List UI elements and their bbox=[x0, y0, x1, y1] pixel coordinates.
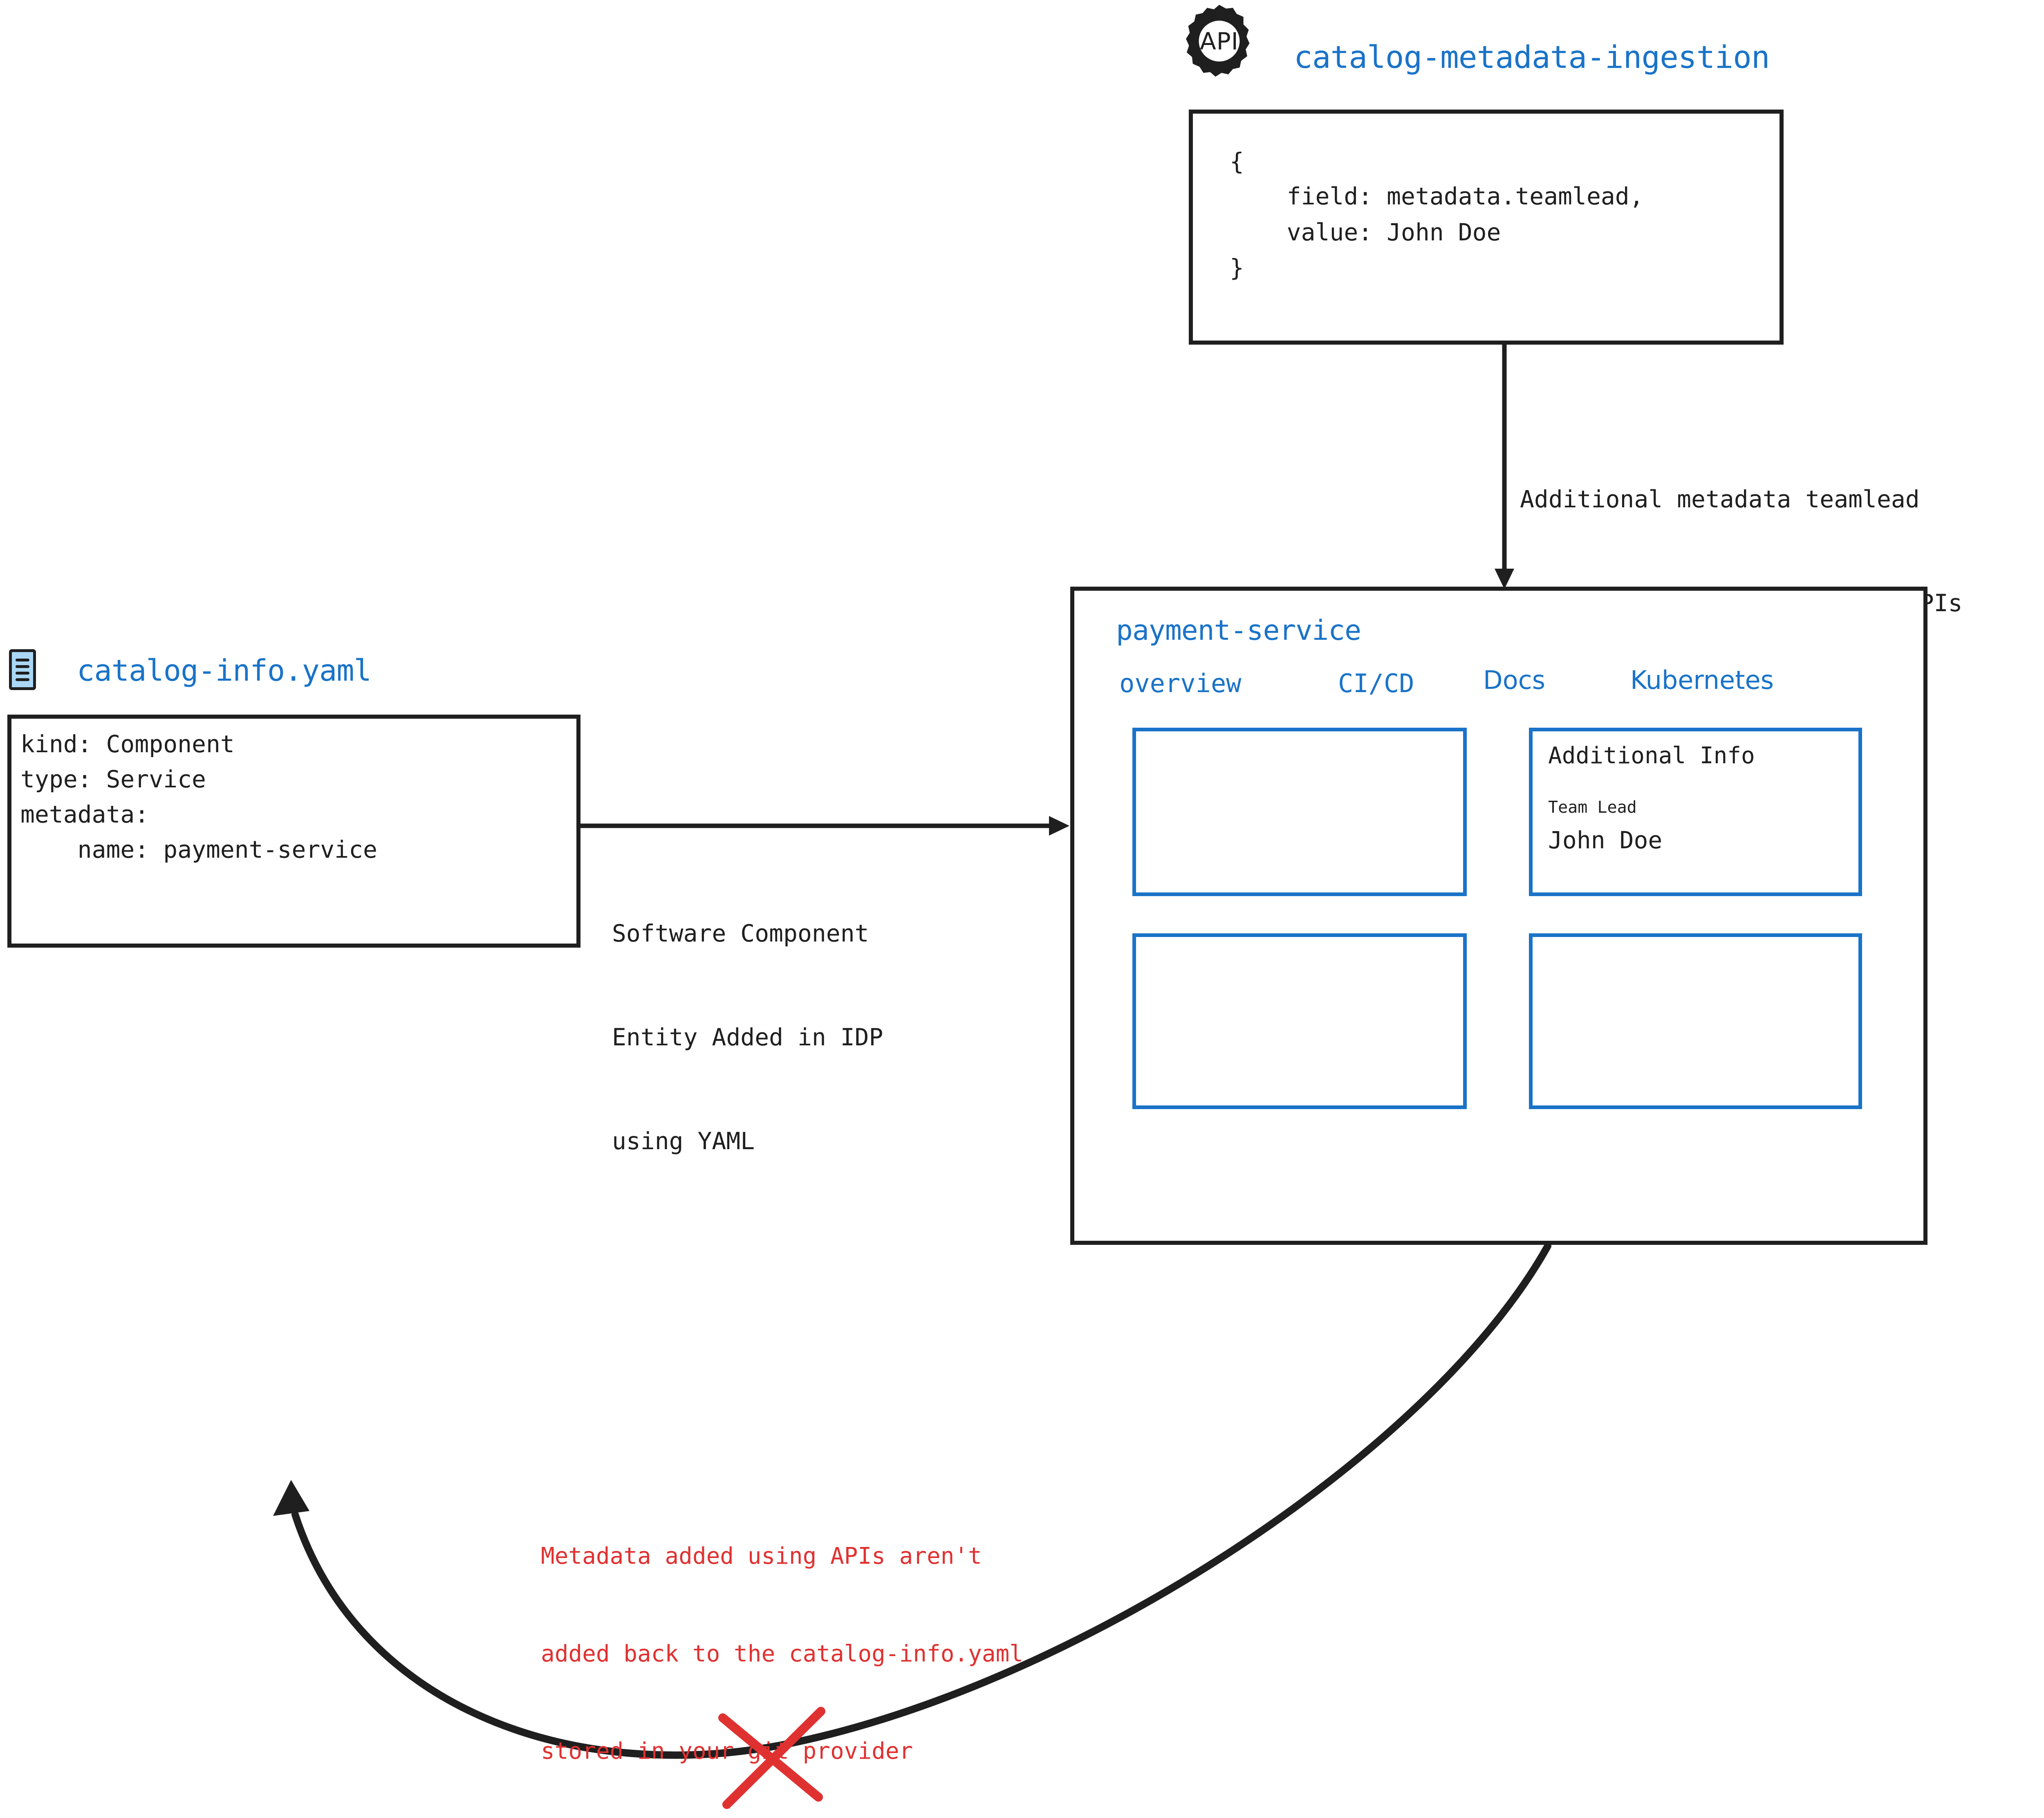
blocked-x-icon bbox=[718, 1707, 825, 1809]
entity-panel-title: payment-service bbox=[1116, 614, 1361, 647]
api-payload-line-2: value: John Doe bbox=[1230, 218, 1501, 246]
warning-note: Metadata added using APIs aren't added b… bbox=[541, 1475, 1023, 1818]
tab-ci-cd[interactable]: CI/CD bbox=[1338, 668, 1414, 698]
lower-left-card[interactable] bbox=[1132, 933, 1467, 1109]
yaml-to-entity-arrow-label-line-1: Entity Added in IDP bbox=[612, 1023, 883, 1051]
yaml-to-entity-arrow-label-line-2: using YAML bbox=[612, 1127, 755, 1155]
additional-info-team-lead-label: Team Lead bbox=[1548, 798, 1637, 817]
api-source-title: catalog-metadata-ingestion bbox=[1294, 39, 1770, 75]
additional-info-card[interactable]: Additional Info Team Lead John Doe bbox=[1529, 728, 1862, 896]
overview-card[interactable] bbox=[1132, 728, 1467, 896]
yaml-line-2: metadata: bbox=[20, 800, 149, 828]
warning-note-line-1: added back to the catalog-info.yaml bbox=[541, 1640, 1024, 1667]
api-payload-line-1: field: metadata.teamlead, bbox=[1230, 182, 1644, 210]
api-to-entity-arrow-label-line-0: Additional metadata teamlead bbox=[1520, 485, 1920, 513]
yaml-to-entity-arrow-label-line-0: Software Component bbox=[612, 919, 869, 948]
api-payload-line-3: } bbox=[1230, 254, 1244, 282]
entity-to-yaml-curved-arrow bbox=[273, 1242, 1551, 1759]
lower-right-card[interactable] bbox=[1529, 933, 1862, 1109]
yaml-file-box: kind: Component type: Service metadata: … bbox=[7, 715, 580, 948]
yaml-line-1: type: Service bbox=[20, 765, 206, 793]
warning-note-line-2: stored in your git provider bbox=[541, 1738, 913, 1765]
additional-info-team-lead-value: John Doe bbox=[1548, 826, 1663, 854]
tab-kubernetes[interactable]: Kubernetes bbox=[1630, 665, 1774, 695]
additional-info-card-title: Additional Info bbox=[1548, 742, 1755, 769]
tab-overview[interactable]: overview bbox=[1119, 668, 1242, 698]
api-gear-icon: API bbox=[1181, 3, 1257, 79]
api-gear-icon-label: API bbox=[1200, 27, 1239, 55]
yaml-file-icon bbox=[9, 649, 36, 690]
yaml-line-0: kind: Component bbox=[20, 730, 235, 758]
yaml-to-entity-arrow bbox=[580, 816, 1069, 836]
entity-panel: payment-service overview CI/CD Docs Kube… bbox=[1070, 587, 1927, 1245]
tab-docs[interactable]: Docs bbox=[1483, 665, 1546, 695]
api-to-entity-arrow bbox=[1495, 345, 1514, 589]
yaml-to-entity-arrow-label: Software Component Entity Added in IDP u… bbox=[612, 847, 883, 1228]
api-payload-box: { field: metadata.teamlead, value: John … bbox=[1189, 110, 1784, 345]
yaml-file-title: catalog-info.yaml bbox=[77, 653, 372, 688]
warning-note-line-0: Metadata added using APIs aren't bbox=[541, 1543, 982, 1570]
yaml-line-3: name: payment-service bbox=[20, 836, 377, 863]
api-payload-line-0: { bbox=[1230, 148, 1244, 175]
